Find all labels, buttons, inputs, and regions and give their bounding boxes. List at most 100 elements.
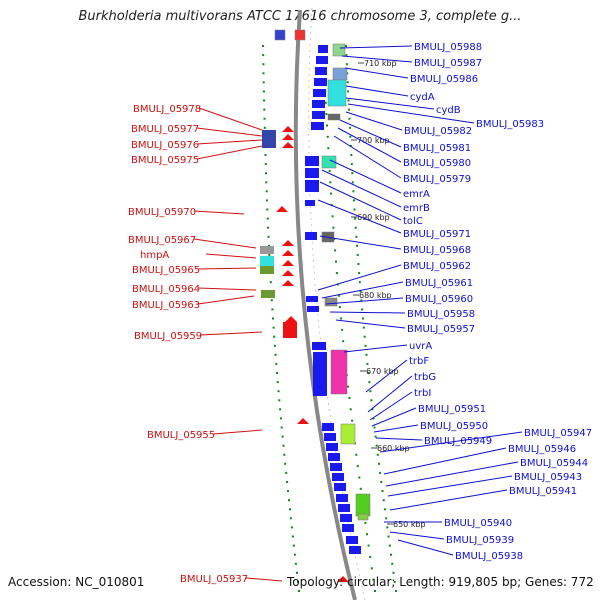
forward-leader-line [373, 424, 419, 433]
gc-dot-outer [280, 426, 283, 429]
forward-gene-label: BMULJ_05946 [508, 444, 576, 455]
reverse-gene-label: BMULJ_05937 [180, 574, 248, 585]
gc-dot-outer [289, 508, 291, 511]
forward-gene-mark [316, 56, 328, 64]
forward-gene-mark [346, 536, 358, 544]
gc-dot-inner [378, 462, 380, 465]
gc-dot-outer [288, 499, 290, 502]
gc-dot-outer [264, 163, 267, 166]
gc-dot-inner [360, 299, 363, 302]
gc-dot-inner [387, 535, 390, 538]
gc-dot-mid [331, 215, 334, 218]
forward-gene-mark [315, 67, 327, 75]
forward-gene-mark [334, 483, 346, 491]
gc-dot-inner [372, 417, 375, 420]
gc-dot-outer [279, 417, 282, 420]
forward-leader-line [389, 531, 445, 540]
gc-dot-outer [284, 462, 287, 465]
feature-block [327, 113, 341, 121]
gc-dot-outer [290, 526, 293, 529]
gc-dot-inner [369, 390, 372, 393]
forward-gene-mark [314, 78, 327, 86]
forward-leader-line [385, 461, 519, 487]
gc-dot-mid [349, 408, 352, 411]
gc-dot-outer [265, 172, 267, 175]
feature-block [294, 29, 306, 41]
reverse-gene-label: BMULJ_05970 [128, 207, 196, 218]
gc-dot-inner [352, 190, 355, 193]
reverse-gene-mark [282, 280, 294, 286]
reverse-gene-label: BMULJ_05978 [133, 104, 201, 115]
forward-leader-line [339, 119, 402, 148]
gc-dot-inner [375, 444, 378, 447]
gc-dot-outer [291, 535, 294, 538]
reverse-gene-mark [282, 250, 294, 256]
gc-dot-outer [278, 399, 281, 402]
reverse-gene-label: BMULJ_05975 [131, 155, 199, 166]
forward-gene-mark [313, 352, 327, 396]
forward-leader-line [389, 489, 508, 511]
forward-gene-mark [305, 180, 319, 192]
gc-dot-outer [269, 281, 272, 284]
gc-dot-mid [370, 567, 373, 570]
gc-dot-outer [283, 453, 286, 456]
gc-dot-mid [328, 169, 331, 172]
gc-dot-inner [380, 481, 383, 483]
gc-dot-inner [353, 208, 356, 211]
reverse-leader-line [199, 331, 263, 336]
gc-dot-outer [275, 362, 278, 365]
gc-dot-outer [263, 117, 266, 120]
gc-dot-inner [350, 154, 353, 156]
reverse-gene-label: hmpA [140, 250, 169, 261]
forward-gene-label: emrB [403, 203, 430, 214]
gc-dot-inner [383, 508, 386, 511]
forward-gene-label: BMULJ_05982 [404, 126, 472, 137]
forward-leader-line [317, 264, 402, 291]
gc-dot-inner [392, 571, 395, 574]
gc-dot-inner [345, 45, 347, 47]
feature-block [324, 297, 338, 307]
forward-leader-line [329, 311, 406, 314]
forward-gene-mark [305, 232, 317, 240]
gc-dot-mid [351, 419, 354, 422]
gc-dot-inner [379, 471, 382, 474]
gc-dot-inner [354, 217, 357, 220]
forward-gene-label: BMULJ_05988 [414, 42, 482, 53]
reverse-gene-label: BMULJ_05963 [132, 300, 200, 311]
gc-dot-inner [352, 199, 355, 202]
gc-dot-mid [335, 272, 338, 275]
gc-dot-outer [276, 372, 278, 374]
forward-leader-line [397, 539, 454, 556]
reverse-gene-label: BMULJ_05964 [132, 284, 200, 295]
gc-dot-inner [345, 54, 348, 57]
gc-dot-inner [357, 263, 360, 265]
reverse-gene-label: BMULJ_05965 [132, 265, 200, 276]
forward-leader-line [321, 281, 404, 299]
forward-gene-mark [328, 453, 340, 461]
gc-dot-mid [359, 487, 362, 490]
gc-dot-inner [346, 81, 349, 84]
reverse-leader-line [197, 295, 255, 305]
forward-gene-label: BMULJ_05940 [444, 518, 512, 529]
forward-leader-line [329, 159, 402, 194]
forward-gene-label: BMULJ_05947 [524, 428, 592, 439]
gc-dot-outer [273, 344, 276, 347]
forward-gene-label: BMULJ_05962 [403, 261, 471, 272]
forward-leader-line [371, 407, 417, 427]
gc-dot-mid [326, 124, 328, 127]
forward-gene-label: BMULJ_05979 [403, 174, 471, 185]
gc-dot-inner [348, 126, 351, 129]
gc-dot-outer [298, 590, 300, 592]
forward-gene-label: cydB [436, 105, 461, 116]
gc-dot-mid [338, 306, 341, 309]
gc-dot-inner [351, 181, 354, 184]
gc-dot-inner [349, 135, 352, 138]
gc-dot-outer [262, 54, 265, 57]
gc-dot-inner [391, 562, 394, 565]
reverse-gene-mark [285, 316, 297, 322]
forward-leader-line [347, 103, 475, 124]
ruler-label: 680 kbp [359, 291, 392, 300]
accession-text: Accession: NC_010801 [8, 575, 145, 589]
